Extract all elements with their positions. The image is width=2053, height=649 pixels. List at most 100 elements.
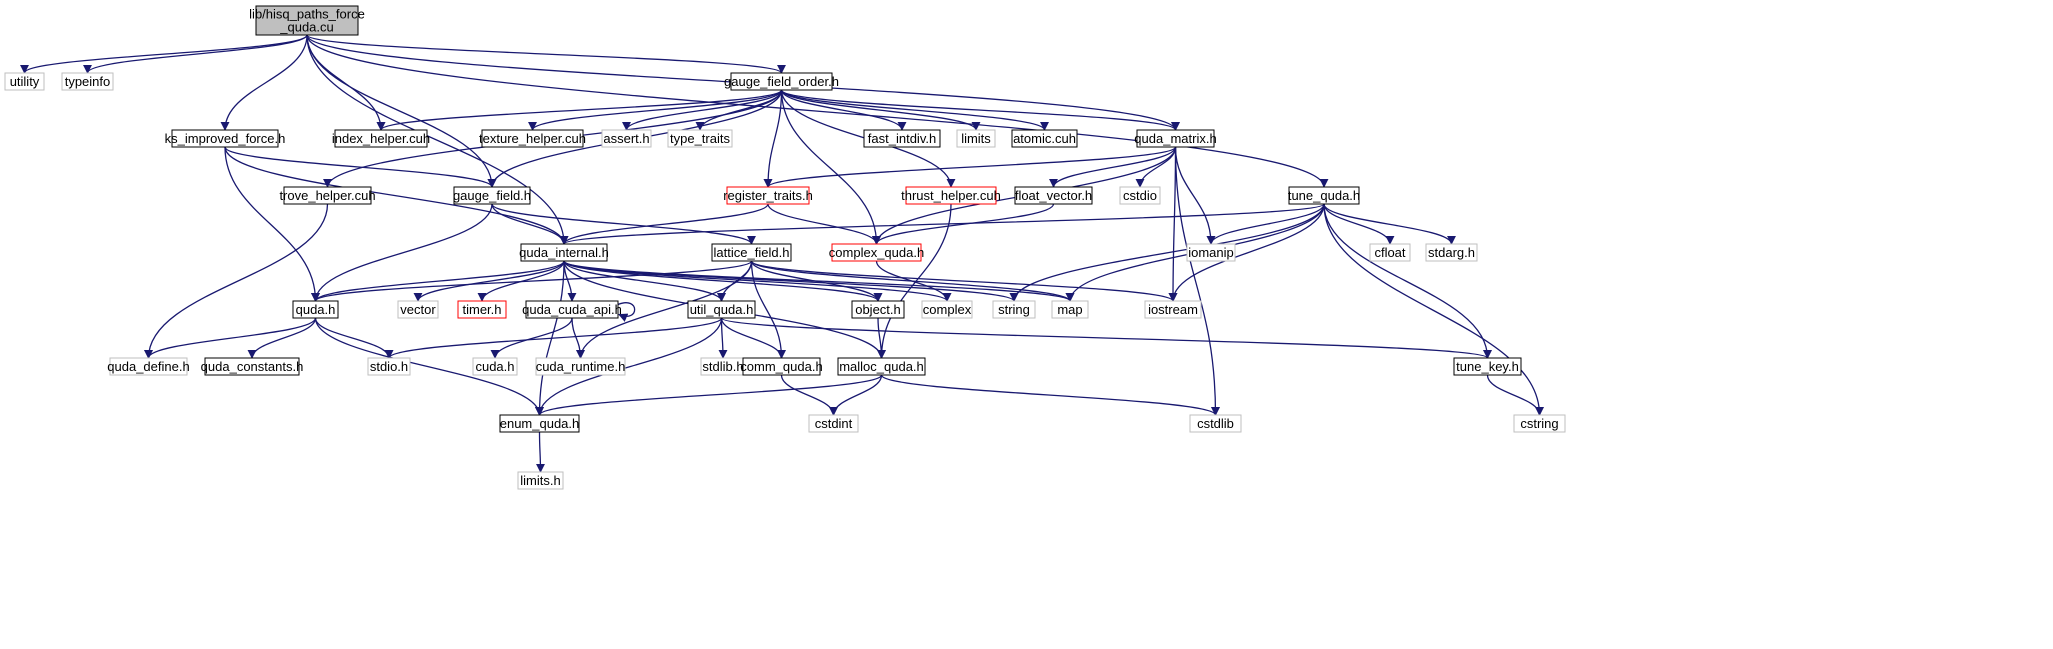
node-tune_key[interactable]: tune_key.h	[1453, 357, 1522, 376]
node-lattice_field[interactable]: lattice_field.h	[711, 243, 792, 262]
node-quda_h[interactable]: quda.h	[292, 300, 339, 319]
edge-comm_quda-to-cstdint	[780, 374, 839, 416]
node-object[interactable]: object.h	[851, 300, 905, 319]
node-label: cfloat	[1374, 245, 1405, 260]
edge-root-to-gauge_field	[306, 34, 497, 188]
node-box	[730, 72, 833, 91]
node-texture_helper[interactable]: texture_helper.cuh	[479, 129, 586, 148]
node-label: assert.h	[603, 131, 649, 146]
node-label: quda_internal.h	[519, 245, 609, 260]
node-quda_constants[interactable]: quda_constants.h	[201, 357, 304, 376]
node-timer[interactable]: timer.h	[457, 300, 507, 319]
edge-ks_improved_force-to-gauge_field	[224, 146, 497, 188]
node-trove_helper[interactable]: trove_helper.cuh	[279, 186, 376, 205]
node-thrust_helper[interactable]: thrust_helper.cuh	[901, 186, 1001, 205]
edge-object-to-malloc_quda	[876, 317, 887, 359]
node-gauge_field[interactable]: gauge_field.h	[453, 186, 531, 205]
node-label: limits.h	[520, 473, 560, 488]
edge-lattice_field-to-object	[750, 260, 883, 302]
node-label: cuda.h	[475, 359, 514, 374]
node-box	[711, 243, 792, 262]
node-box	[601, 129, 652, 148]
node-register_traits[interactable]: register_traits.h	[723, 186, 813, 205]
node-label: ks_improved_force.h	[165, 131, 286, 146]
node-label: timer.h	[462, 302, 501, 317]
node-box	[535, 357, 626, 376]
node-label: fast_intdiv.h	[868, 131, 936, 146]
node-label: gauge_field.h	[453, 188, 531, 203]
node-label: iomanip	[1188, 245, 1234, 260]
edge-lattice_field-to-iostream	[750, 260, 1178, 302]
edge-tune_quda-to-cfloat	[1323, 203, 1395, 245]
node-cfloat: cfloat	[1369, 243, 1411, 262]
node-complex_quda[interactable]: complex_quda.h	[829, 243, 924, 262]
edge-quda_matrix-to-iostream	[1168, 146, 1178, 302]
edge-malloc_quda-to-enum_quda	[535, 374, 883, 416]
node-quda_cuda_api[interactable]: quda_cuda_api.h	[522, 300, 622, 319]
node-gauge_field_order[interactable]: gauge_field_order.h	[724, 72, 839, 91]
node-box	[367, 357, 411, 376]
node-root[interactable]: lib/hisq_paths_force_quda.cu	[249, 5, 365, 36]
node-utility: utility	[4, 72, 45, 91]
node-malloc_quda[interactable]: malloc_quda.h	[837, 357, 926, 376]
node-box	[171, 129, 279, 148]
edge-quda_h-to-quda_constants	[247, 317, 317, 359]
node-box	[742, 357, 821, 376]
node-label: stdarg.h	[1428, 245, 1475, 260]
node-index_helper[interactable]: index_helper.cuh	[332, 129, 430, 148]
node-stdio: stdio.h	[367, 357, 411, 376]
node-box	[667, 129, 733, 148]
edge-quda_matrix-to-iomanip	[1174, 146, 1216, 245]
edge-quda_internal-to-string	[563, 260, 1019, 302]
node-cstring: cstring	[1513, 414, 1566, 433]
node-enum_quda[interactable]: enum_quda.h	[499, 414, 580, 433]
node-box	[517, 471, 564, 490]
edge-malloc_quda-to-cstdint	[828, 374, 883, 416]
node-box	[1136, 129, 1215, 148]
edge-gauge_field-to-quda_h	[310, 203, 493, 302]
edge-gauge_field_order-to-complex_quda	[780, 89, 882, 245]
node-float_vector[interactable]: float_vector.h	[1014, 186, 1093, 205]
edge-register_traits-to-complex_quda	[767, 203, 882, 245]
edge-quda_internal-to-complex	[563, 260, 952, 302]
node-comm_quda[interactable]: comm_quda.h	[740, 357, 823, 376]
node-box	[1119, 186, 1161, 205]
node-fast_intdiv[interactable]: fast_intdiv.h	[863, 129, 941, 148]
edge-root-to-quda_internal	[306, 34, 569, 245]
edge-tune_quda-to-iostream	[1168, 203, 1325, 302]
node-label: atomic.cuh	[1013, 131, 1076, 146]
edge-gauge_field_order-to-quda_matrix	[780, 89, 1180, 131]
node-quda_matrix[interactable]: quda_matrix.h	[1134, 129, 1217, 148]
node-label: string	[998, 302, 1030, 317]
node-cuda_runtime: cuda_runtime.h	[535, 357, 626, 376]
node-tune_quda[interactable]: tune_quda.h	[1288, 186, 1360, 205]
node-label: index_helper.cuh	[332, 131, 430, 146]
node-label: tune_quda.h	[1288, 188, 1360, 203]
node-box	[1453, 357, 1522, 376]
node-label: cstdio	[1123, 188, 1157, 203]
node-iostream: iostream	[1144, 300, 1202, 319]
node-label: typeinfo	[65, 74, 111, 89]
node-label: map	[1057, 302, 1082, 317]
node-ks_improved_force[interactable]: ks_improved_force.h	[165, 129, 286, 148]
node-quda_internal[interactable]: quda_internal.h	[519, 243, 609, 262]
edge-enum_quda-to-limits_h	[535, 431, 546, 473]
node-box	[1189, 414, 1242, 433]
node-box	[499, 414, 580, 433]
node-util_quda[interactable]: util_quda.h	[687, 300, 756, 319]
node-box	[687, 300, 756, 319]
node-label: tune_key.h	[1456, 359, 1519, 374]
node-box	[453, 186, 531, 205]
node-limits: limits	[956, 129, 996, 148]
edge-tune_quda-to-iomanip	[1206, 203, 1325, 245]
edge-tune_quda-to-tune_key	[1323, 203, 1493, 359]
node-typeinfo: typeinfo	[61, 72, 114, 91]
edge-quda_matrix-to-cstdlib	[1174, 146, 1221, 416]
node-label: cstring	[1520, 416, 1558, 431]
edge-tune_quda-to-stdarg	[1323, 203, 1456, 245]
edge-quda_cuda_api-to-quda_cuda_api	[617, 302, 636, 322]
edge-root-to-ks_improved_force	[220, 34, 308, 131]
node-atomic[interactable]: atomic.cuh	[1011, 129, 1078, 148]
edge-gauge_field_order-to-fast_intdiv	[780, 89, 907, 131]
